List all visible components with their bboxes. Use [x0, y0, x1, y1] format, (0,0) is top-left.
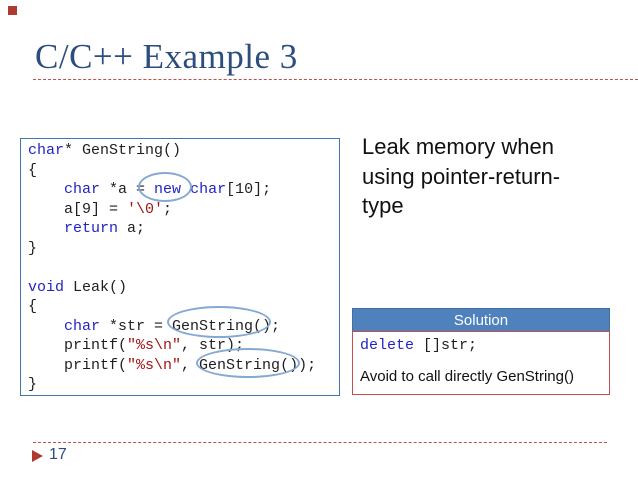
code-line: void Leak() — [28, 278, 128, 296]
leak-description: Leak memory when using pointer-return- t… — [362, 134, 561, 218]
page-marker-triangle-icon — [32, 450, 43, 462]
code-line: } — [28, 376, 38, 393]
circle-annotation-genstring-2 — [196, 348, 300, 378]
code-line — [28, 258, 339, 278]
solution-note: Avoid to call directly GenString() — [360, 368, 574, 385]
solution-body: delete []str; Avoid to call directly Gen… — [352, 331, 610, 395]
code-line: { — [28, 298, 38, 315]
circle-annotation-genstring-1 — [167, 306, 271, 338]
code-line: } — [28, 239, 38, 257]
corner-accent-square — [8, 6, 17, 15]
code-line: { — [28, 161, 38, 179]
page-number: 17 — [49, 446, 67, 463]
code-line: printf("%s\n", str); — [28, 337, 245, 354]
solution-code-line: delete []str; — [360, 337, 478, 354]
solution-header: Solution — [352, 308, 610, 331]
slide-title: C/C++ Example 3 — [35, 37, 298, 76]
code-line: return a; — [64, 220, 146, 237]
circle-annotation-new — [138, 172, 192, 202]
solution-box: Solution delete []str; Avoid to call dir… — [352, 308, 610, 395]
code-line: a[9] = '\0'; — [28, 200, 173, 218]
code-line: char* GenString() — [28, 142, 182, 159]
title-divider — [33, 79, 638, 80]
footer-divider — [33, 442, 607, 443]
